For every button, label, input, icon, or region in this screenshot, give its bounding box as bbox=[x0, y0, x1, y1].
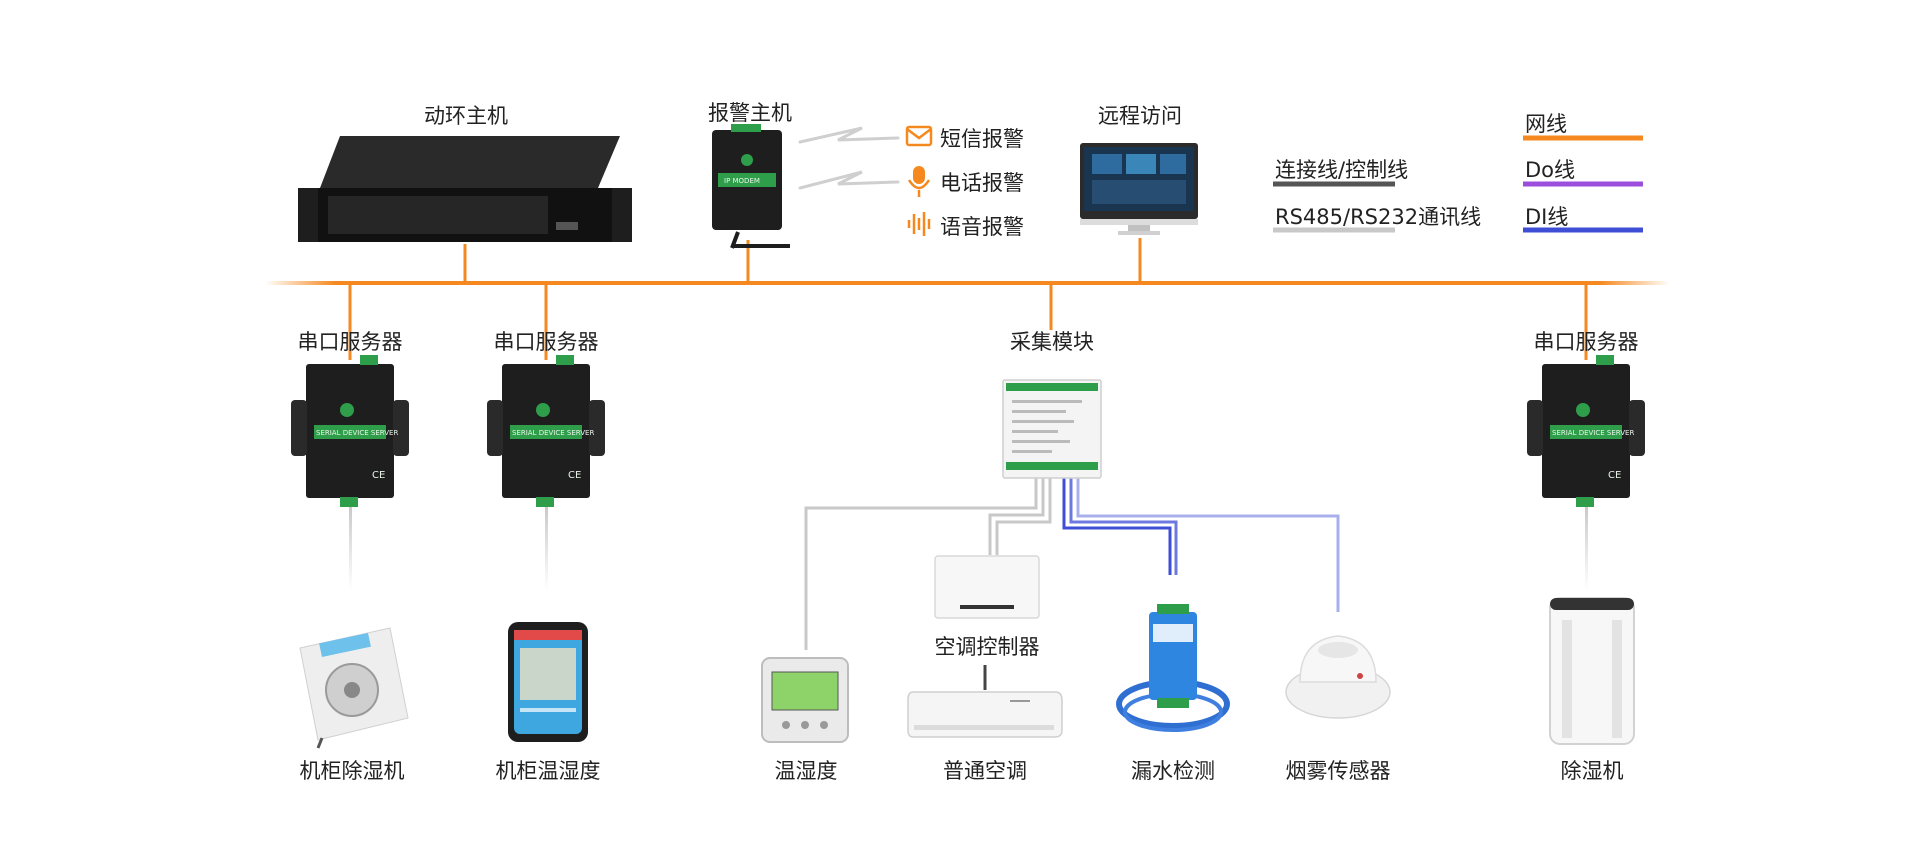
collector-lines bbox=[804, 478, 1340, 690]
ac-controller-icon bbox=[934, 555, 1040, 619]
rack-server-icon bbox=[298, 136, 632, 242]
monitor-icon bbox=[1080, 143, 1198, 235]
water-leak-detector-icon bbox=[1116, 604, 1230, 732]
smoke-detector-icon bbox=[1285, 635, 1391, 719]
line-to-ac-controller-b bbox=[995, 478, 1052, 555]
legend-do-label: Do线 bbox=[1525, 158, 1575, 182]
collector-icon bbox=[1002, 379, 1102, 479]
serial-server-icon: SERIAL DEVICE SERVER CE bbox=[1527, 355, 1645, 507]
legend-rs485: RS485/RS232通讯线 bbox=[1273, 205, 1481, 233]
phone-signal bbox=[798, 170, 900, 190]
serial-server-1-label: 串口服务器 bbox=[298, 330, 403, 354]
network-lines bbox=[265, 221, 1670, 360]
serial-server-3: 串口服务器 SERIAL DEVICE SERVER CE bbox=[1527, 330, 1645, 507]
dehumidifier: 除湿机 bbox=[1549, 597, 1635, 783]
line-to-smoke-sensor bbox=[1076, 478, 1340, 612]
legend-connection-label: 连接线/控制线 bbox=[1275, 158, 1408, 182]
ac-controller: 空调控制器 bbox=[934, 555, 1040, 659]
legend-network-label: 网线 bbox=[1525, 112, 1567, 136]
rs485-lines bbox=[349, 505, 1588, 590]
phone-alarm: 电话报警 bbox=[907, 166, 1024, 197]
water-leak-label: 漏水检测 bbox=[1131, 759, 1215, 783]
serial-server-icon: SERIAL DEVICE SERVER CE bbox=[291, 355, 409, 507]
dynamic-host: 动环主机 bbox=[298, 104, 632, 242]
modem-text: IP MODEM bbox=[724, 177, 760, 185]
sms-alarm: 短信报警 bbox=[905, 125, 1024, 151]
serial-server-3-text: SERIAL DEVICE SERVER bbox=[1552, 429, 1634, 437]
temp-humidity-label: 温湿度 bbox=[775, 759, 838, 783]
water-leak: 漏水检测 bbox=[1116, 604, 1230, 783]
legend: 网线 连接线/控制线 Do线 RS485/RS232通讯线 DI线 bbox=[1273, 112, 1643, 233]
dehumidifier-icon bbox=[1549, 597, 1635, 745]
smoke-sensor-label: 烟雾传感器 bbox=[1286, 759, 1391, 783]
cabinet-dehumidifier: 机柜除湿机 bbox=[299, 627, 409, 783]
serial-server-3-label: 串口服务器 bbox=[1534, 330, 1639, 354]
wireless-signals bbox=[798, 126, 900, 190]
alarm-types: 短信报警 电话报警 语音报警 bbox=[905, 125, 1024, 239]
normal-ac-label: 普通空调 bbox=[943, 759, 1027, 783]
cabinet-temp-humidity-label: 机柜温湿度 bbox=[496, 759, 601, 783]
serial-server-2: 串口服务器 SERIAL DEVICE SERVER CE bbox=[487, 330, 605, 507]
rs485-serial-1 bbox=[349, 505, 352, 590]
cabinet-dehumidifier-icon bbox=[299, 627, 409, 749]
dehumidifier-label: 除湿机 bbox=[1561, 759, 1624, 783]
legend-di-label: DI线 bbox=[1525, 205, 1568, 229]
serial-server-3-ce: CE bbox=[1608, 470, 1621, 481]
remote-access-label: 远程访问 bbox=[1098, 104, 1182, 128]
legend-network: 网线 bbox=[1523, 112, 1643, 141]
dynamic-host-label: 动环主机 bbox=[424, 104, 508, 128]
air-conditioner-icon bbox=[907, 691, 1063, 738]
alarm-host-label: 报警主机 bbox=[708, 101, 792, 125]
legend-rs485-label: RS485/RS232通讯线 bbox=[1275, 205, 1481, 229]
voice-alarm-label: 语音报警 bbox=[940, 215, 1024, 239]
sms-alarm-label: 短信报警 bbox=[940, 127, 1024, 151]
legend-di: DI线 bbox=[1523, 205, 1643, 233]
cabinet-temp-humidity: 机柜温湿度 bbox=[496, 622, 601, 783]
collector-label: 采集模块 bbox=[1010, 330, 1094, 354]
voice-alarm: 语音报警 bbox=[907, 212, 1024, 239]
remote-access: 远程访问 bbox=[1080, 104, 1198, 235]
temp-humidity-sensor-icon bbox=[761, 657, 849, 743]
envelope-icon bbox=[905, 125, 933, 147]
sound-wave-icon bbox=[907, 212, 931, 236]
serial-server-2-text: SERIAL DEVICE SERVER bbox=[512, 429, 594, 437]
cabinet-dehumidifier-label: 机柜除湿机 bbox=[300, 759, 405, 783]
line-to-water-leak-b bbox=[1069, 478, 1178, 575]
network-bus bbox=[265, 281, 1670, 285]
serial-server-1-ce: CE bbox=[372, 470, 385, 481]
serial-server-1: 串口服务器 SERIAL DEVICE SERVER CE bbox=[291, 330, 409, 507]
serial-server-2-ce: CE bbox=[568, 470, 581, 481]
temp-humidity: 温湿度 bbox=[761, 657, 849, 783]
rs485-serial-3 bbox=[1585, 505, 1588, 590]
rs485-serial-2 bbox=[545, 505, 548, 590]
phone-alarm-label: 电话报警 bbox=[940, 171, 1024, 195]
ip-modem-icon: IP MODEM bbox=[712, 124, 790, 249]
alarm-host: 报警主机 IP MODEM bbox=[708, 101, 792, 249]
ac-controller-label: 空调控制器 bbox=[935, 635, 1040, 659]
normal-ac: 普通空调 bbox=[907, 691, 1063, 783]
legend-do: Do线 bbox=[1523, 158, 1643, 187]
line-to-water-leak-a bbox=[1062, 478, 1172, 575]
serial-server-1-text: SERIAL DEVICE SERVER bbox=[316, 429, 398, 437]
serial-server-icon: SERIAL DEVICE SERVER CE bbox=[487, 355, 605, 507]
microphone-icon bbox=[907, 166, 931, 197]
thermometer-display-icon bbox=[508, 622, 588, 742]
collector-module: 采集模块 bbox=[1002, 330, 1102, 479]
sms-signal bbox=[798, 126, 900, 144]
line-to-temp-humidity bbox=[804, 478, 1038, 650]
legend-connection: 连接线/控制线 bbox=[1273, 158, 1408, 187]
line-to-ac-controller-a bbox=[988, 478, 1045, 555]
smoke-sensor: 烟雾传感器 bbox=[1285, 635, 1391, 783]
serial-server-2-label: 串口服务器 bbox=[494, 330, 599, 354]
